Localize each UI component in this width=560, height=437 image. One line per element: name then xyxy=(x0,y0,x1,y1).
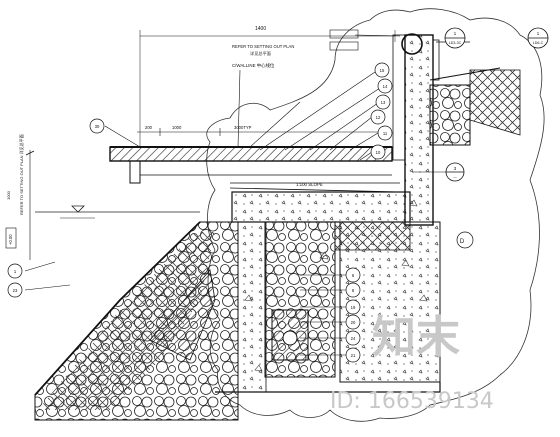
top-callout-5: 11 xyxy=(383,131,388,136)
dark-stone-layer xyxy=(149,269,216,361)
dim-board-2: 1000 xyxy=(172,125,182,130)
callout-circles xyxy=(7,62,474,363)
left-tag: 30 xyxy=(95,124,100,129)
slope-note: 1:100 SLOPE xyxy=(296,182,323,187)
retaining-wall xyxy=(404,34,434,226)
stack-callout-4: 20 xyxy=(351,320,356,325)
callout-right-1-ref: LD3-3C xyxy=(449,41,462,45)
watermark-id: ID: 166539134 xyxy=(330,389,494,414)
left-vertical-note: REFER TO SETTING OUT PLAN 详见总平面 xyxy=(18,134,24,215)
stack-callout-2: 8 xyxy=(352,288,355,293)
callout-mid-ref: — xyxy=(453,175,457,179)
stack-callout-5: 24 xyxy=(351,336,356,341)
leader-lines xyxy=(24,34,455,356)
gravel-base xyxy=(237,221,267,393)
right-detail-section xyxy=(429,39,521,146)
dim-board-3: 3000TYP xyxy=(234,125,252,130)
left-callout-1: 1 xyxy=(14,269,17,274)
callout-right-1-num: 1 xyxy=(454,31,457,36)
reference-callouts xyxy=(444,27,549,182)
section-marker-circle xyxy=(401,33,423,55)
top-callout-1: 15 xyxy=(380,68,385,73)
dim-board-1: 200 xyxy=(145,125,153,130)
deck-boardwalk xyxy=(109,146,393,162)
stack-callout-3: 19 xyxy=(351,305,356,310)
refer-note: REFER TO SETTING OUT PLAN xyxy=(232,44,294,49)
dim-top-label: 1400 xyxy=(255,26,266,32)
top-callout-4: 12 xyxy=(376,115,381,120)
callout-mid-num: 3 xyxy=(454,166,457,171)
refer-note-cn: 详见总平面 xyxy=(250,50,271,57)
left-callout-2: 23 xyxy=(13,288,18,293)
centre-line-note: C/WALLINE 中心线位 xyxy=(232,62,275,69)
top-callout-6: 10 xyxy=(376,150,381,155)
side-tag: D xyxy=(460,239,465,245)
embankment-hatch xyxy=(38,232,215,410)
callout-right-2-num: 1 xyxy=(537,31,540,36)
left-dimension: 1000 xyxy=(6,190,11,200)
stack-callout-6: 21 xyxy=(351,353,356,358)
top-callout-3: 13 xyxy=(381,100,386,105)
stack-callout-1: 6 xyxy=(352,273,355,278)
top-callout-2: 14 xyxy=(383,84,388,89)
callout-right-2-ref: LD6-C xyxy=(533,41,544,45)
foundation-concrete xyxy=(231,191,411,223)
watermark-brand: 知末 xyxy=(372,312,460,363)
level-box: +0.00 xyxy=(8,234,13,245)
